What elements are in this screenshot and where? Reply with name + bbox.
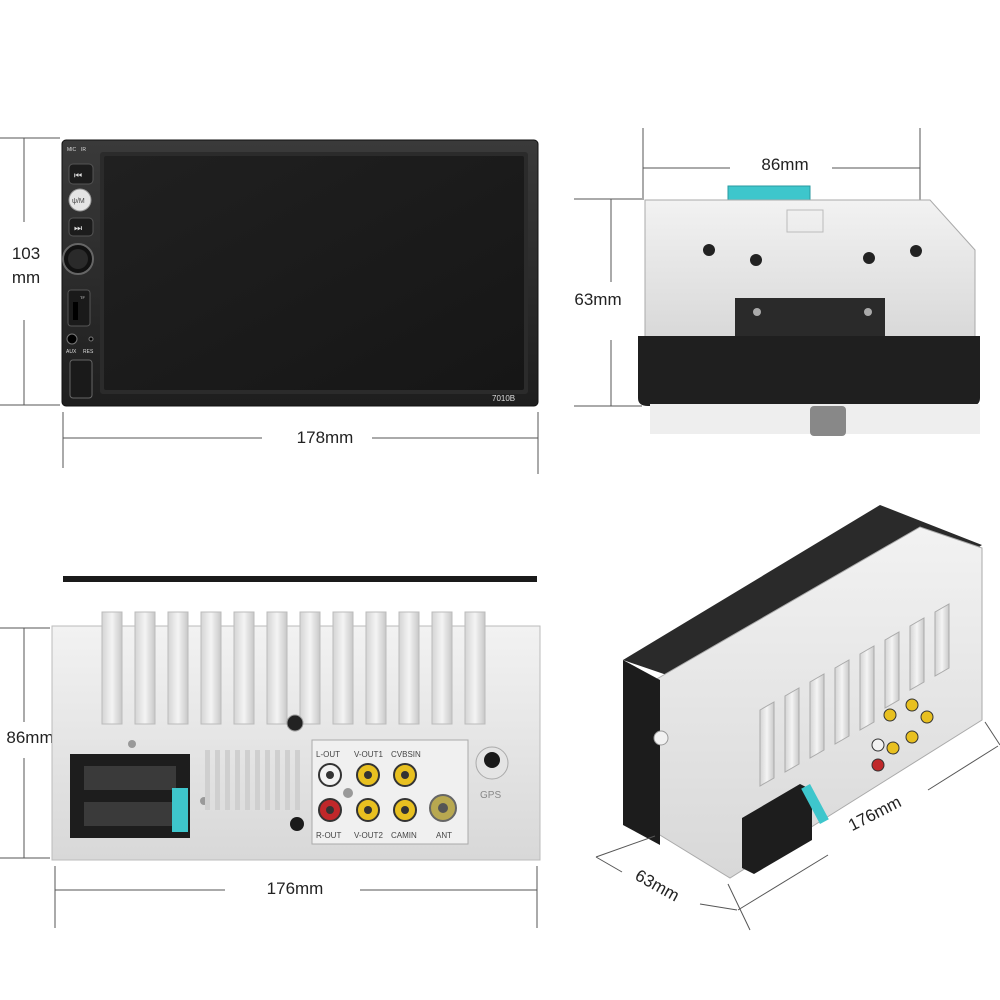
prev-track-icon: ⏮ — [74, 170, 82, 180]
aux-label: AUX — [66, 349, 77, 355]
mount-hole-3 — [863, 252, 875, 264]
iso-front-bezel — [623, 660, 660, 845]
rear-height-label: 86mm — [6, 728, 54, 747]
rear-top-edge — [63, 576, 537, 582]
cvbsin-label: CVBSIN — [391, 750, 421, 759]
ant-label: ANT — [436, 831, 452, 840]
rear-vents — [205, 750, 300, 810]
side-height-label: 63mm — [574, 290, 622, 309]
volume-knob-center — [68, 249, 88, 269]
iso-side-knob — [653, 730, 669, 746]
iso-rca-7 — [905, 730, 919, 744]
reset-hole[interactable] — [88, 336, 94, 342]
rear-dimension-lines — [0, 627, 538, 928]
res-label: RES — [83, 349, 94, 355]
power-mode-button[interactable] — [68, 188, 92, 212]
usb-port-cover[interactable] — [69, 359, 93, 399]
front-width-label: 178mm — [296, 428, 354, 447]
rca-panel-screw — [343, 788, 353, 798]
iso-rca-2 — [905, 698, 919, 712]
ir-label: IR — [81, 147, 86, 153]
rear-fuse — [172, 788, 188, 832]
isometric-view — [595, 505, 1000, 931]
mount-hole-4 — [910, 245, 922, 257]
l-out-label: L-OUT — [316, 750, 340, 759]
iso-rca-5 — [871, 758, 885, 772]
gps-label: GPS — [480, 790, 501, 801]
mount-hole-2 — [750, 254, 762, 266]
next-track-icon: ⏭ — [74, 223, 82, 233]
iso-fuse — [801, 783, 829, 825]
side-knob — [810, 406, 846, 436]
r-out-label: R-OUT — [316, 831, 341, 840]
tf-slot-opening — [73, 302, 78, 320]
gps-port[interactable] — [484, 752, 500, 768]
side-view — [574, 128, 980, 436]
side-width-label: 86mm — [761, 155, 809, 174]
next-track-button[interactable] — [68, 217, 94, 237]
iso-rca-4 — [871, 738, 885, 752]
svg-text:MIC: MIC — [67, 147, 77, 153]
rear-mic-jack[interactable] — [290, 817, 304, 831]
side-chassis-tab — [786, 209, 824, 233]
rca-panel — [311, 739, 469, 845]
iso-rca-6 — [886, 741, 900, 755]
model-label: 7010B — [492, 394, 515, 403]
rear-screw-top — [286, 714, 304, 732]
front-height-unit: mm — [11, 268, 41, 287]
display-screen[interactable] — [104, 156, 524, 390]
rear-width-label: 176mm — [266, 879, 324, 898]
rear-view: L-OUT V-OUT1 CVBSIN R-OUT V-OUT2 CAMIN A… — [0, 576, 541, 928]
aux-jack[interactable] — [66, 333, 78, 345]
bracket-screw-right — [864, 308, 872, 316]
side-bracket — [735, 298, 885, 340]
cam-label: CAMIN — [391, 831, 417, 840]
mount-hole-1 — [703, 244, 715, 256]
front-height-number: 103 — [11, 244, 41, 263]
iso-dimension-lines — [595, 721, 1000, 931]
iso-pins — [84, 766, 176, 826]
power-mode-label: ψ/M — [72, 198, 85, 205]
iso-fins — [759, 603, 950, 787]
iso-rca-3 — [920, 710, 934, 724]
side-bezel — [638, 336, 980, 406]
prev-track-button[interactable] — [68, 163, 94, 185]
bracket-screw-left — [753, 308, 761, 316]
svg-text:IR: IR — [81, 147, 86, 153]
front-dimension-lines — [0, 137, 539, 474]
mic-label: MIC — [67, 147, 77, 153]
tf-card-slot[interactable] — [67, 289, 91, 327]
front-view: 7010B MIC IR ⏮ ψ/M ⏭ TF AUX RES — [0, 137, 539, 474]
iso-rca-1 — [883, 708, 897, 722]
v-out2-label: V-OUT2 — [354, 831, 383, 840]
heat-sink-fins — [101, 611, 486, 725]
rear-screw-left — [128, 740, 136, 748]
front-height-label: 103 mm — [4, 242, 48, 290]
side-dimension-lines — [574, 128, 921, 407]
v-out1-label: V-OUT1 — [354, 750, 383, 759]
tf-label: TF — [80, 295, 85, 300]
iso-harness-connector-3d — [742, 784, 812, 874]
side-chassis — [644, 199, 976, 341]
